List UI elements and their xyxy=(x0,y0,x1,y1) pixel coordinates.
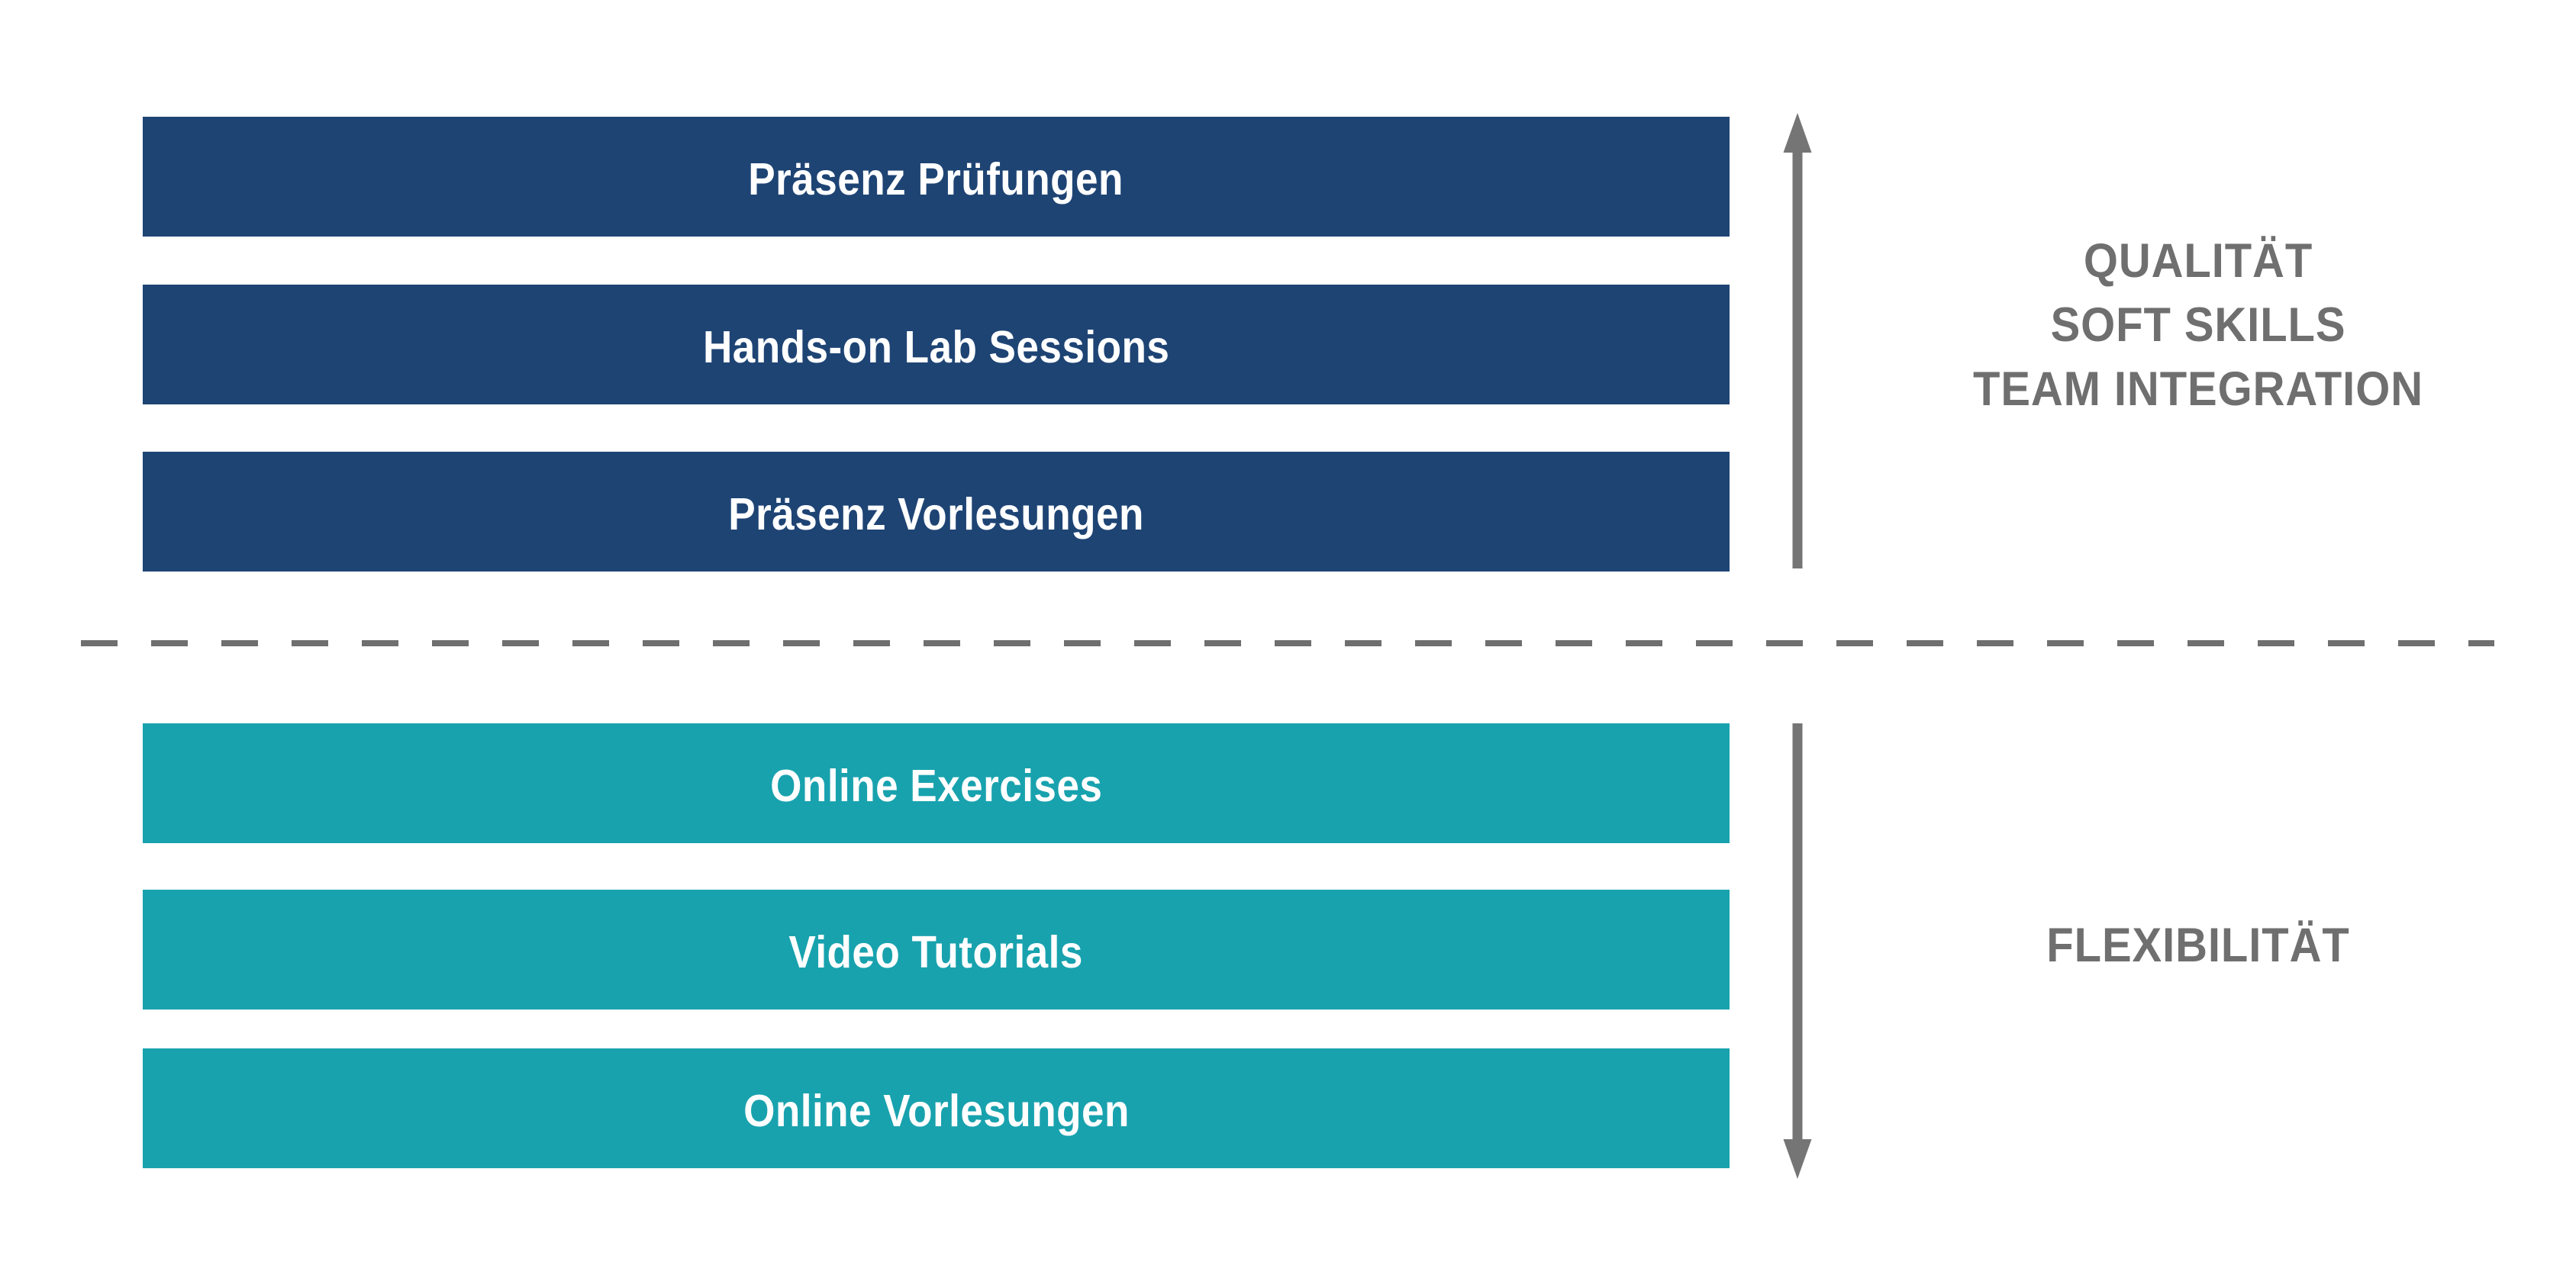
flexibility-label-line: FLEXIBILITÄT xyxy=(2046,919,2350,972)
bar-praesenz-pruefungen: Präsenz Prüfungen xyxy=(143,117,1730,237)
bar-praesenz-vorlesungen: Präsenz Vorlesungen xyxy=(143,452,1730,572)
bar-label-praesenz-pruefungen: Präsenz Prüfungen xyxy=(748,153,1124,204)
bar-label-video-tutorials: Video Tutorials xyxy=(788,926,1084,977)
quality-label-line-1: QUALITÄT xyxy=(2083,234,2313,288)
bar-label-online-exercises: Online Exercises xyxy=(769,760,1103,811)
arrow-down-icon xyxy=(1783,723,1812,1179)
quality-axis-label: QUALITÄT SOFT SKILLS TEAM INTEGRATION xyxy=(1862,229,2534,421)
bar-online-exercises: Online Exercises xyxy=(143,723,1730,843)
quality-label-line-2: SOFT SKILLS xyxy=(2050,298,2346,352)
quality-label-line-3: TEAM INTEGRATION xyxy=(1972,362,2423,416)
dashed-divider xyxy=(81,640,2494,646)
bar-hands-on-lab-sessions: Hands-on Lab Sessions xyxy=(143,285,1730,404)
bar-online-vorlesungen: Online Vorlesungen xyxy=(143,1048,1730,1168)
flexibility-axis-label: FLEXIBILITÄT xyxy=(1862,913,2534,977)
bar-label-hands-on-lab-sessions: Hands-on Lab Sessions xyxy=(702,321,1170,372)
bar-label-praesenz-vorlesungen: Präsenz Vorlesungen xyxy=(728,488,1144,539)
arrow-up-icon xyxy=(1783,113,1812,568)
bar-video-tutorials: Video Tutorials xyxy=(143,890,1730,1009)
bar-label-online-vorlesungen: Online Vorlesungen xyxy=(743,1085,1130,1136)
